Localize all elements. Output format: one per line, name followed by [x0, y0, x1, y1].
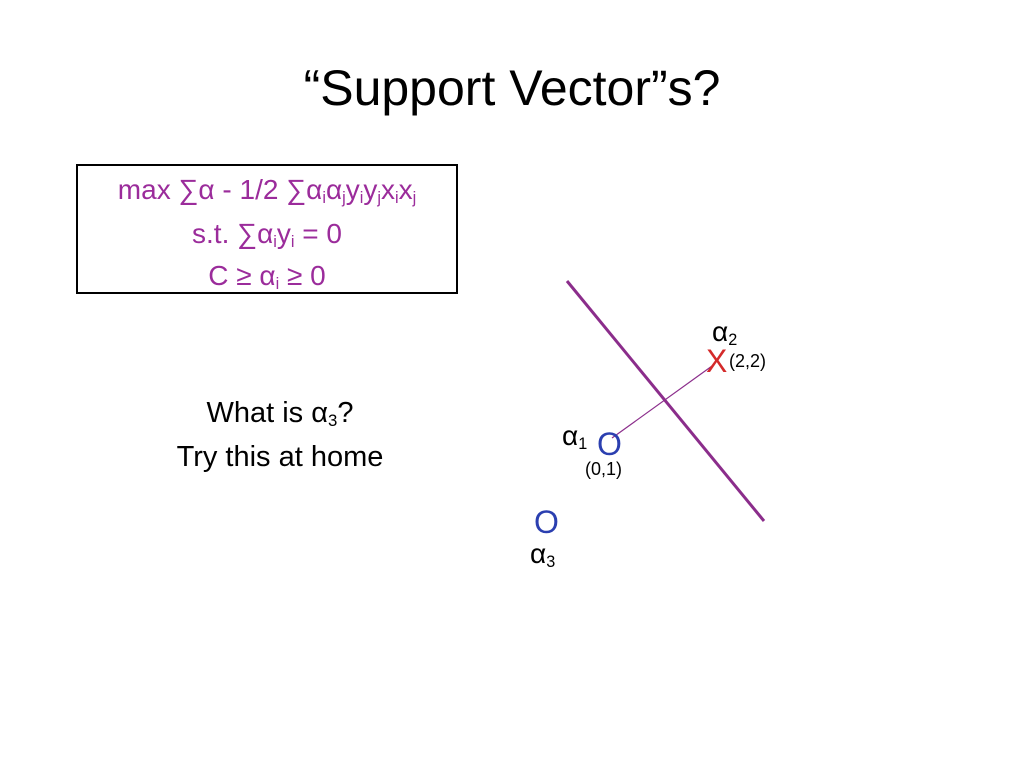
y-i-term: yi	[345, 174, 364, 208]
formula-constraint-sum: s.t. ∑αiyi = 0	[192, 218, 342, 252]
o-point-3-marker: O	[534, 504, 559, 540]
o-point-1-coordinate: (0,1)	[585, 459, 623, 479]
formula-constraint-bounds: C ≥ αi ≥ 0	[208, 260, 326, 294]
question-text: What is α3? Try this at home	[130, 392, 430, 479]
alpha-j-term: αj	[325, 174, 346, 208]
formula-box: max ∑α - 1/2 ∑αiαjyiyjxixj s.t. ∑αiyi = …	[76, 164, 458, 294]
slide-title: “Support Vector”s?	[303, 60, 721, 116]
x-point-marker: X	[706, 343, 728, 379]
alpha-2-label: α2	[712, 316, 738, 350]
question-line-1: What is α3?	[206, 397, 354, 431]
alpha-3-label: α3	[530, 538, 556, 572]
decision-boundary-line	[565, 280, 766, 522]
formula-objective: max ∑α - 1/2 ∑αiαjyiyjxixj	[78, 174, 456, 208]
objective-prefix: max ∑α - 1/2 ∑	[117, 174, 307, 205]
y-j-term: yj	[363, 174, 381, 208]
x-i-term: xi	[380, 174, 399, 208]
alpha-i-term: αi	[306, 174, 326, 208]
alpha-1-label: α1	[562, 420, 588, 454]
x-j-term: xj	[398, 174, 417, 208]
support-vector-connector-line	[611, 365, 713, 439]
x-point-coordinate: (2,2)	[729, 351, 767, 371]
o-point-1-marker: O	[597, 426, 622, 462]
question-line-2: Try this at home	[176, 440, 384, 473]
